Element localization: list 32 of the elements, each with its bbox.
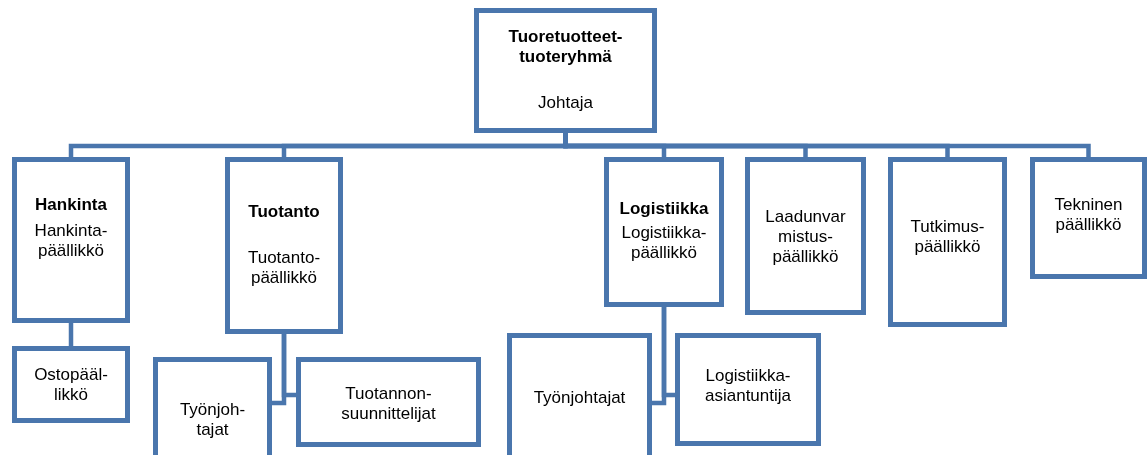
role-title: Tuotanto- päällikkö: [246, 248, 322, 288]
org-box: [153, 357, 272, 455]
unit-heading: Logistiikka: [619, 199, 709, 219]
role-title: Ostopääl- likkö: [33, 365, 109, 405]
role-title: Tekninen päällikkö: [1053, 195, 1124, 235]
org-box: [745, 157, 866, 315]
unit-heading: Tuoretuotteet- tuoteryhmä: [507, 27, 624, 67]
org-box: [675, 333, 821, 446]
org-box: [12, 157, 130, 323]
connector-line: [281, 334, 296, 398]
org-box: [604, 157, 724, 307]
unit-heading: Tuotanto: [248, 202, 320, 222]
role-title: Hankinta- päällikkö: [33, 221, 109, 261]
org-box: [225, 157, 343, 334]
role-title: Tutkimus- päällikkö: [909, 217, 986, 257]
role-title: Johtaja: [538, 93, 593, 113]
org-box: [888, 157, 1007, 327]
role-title: Laadunvar mistus- päällikkö: [764, 207, 847, 267]
role-title: Logistiikka- päällikkö: [620, 223, 708, 263]
role-title: Tuotannon- suunnittelijat: [340, 384, 437, 424]
role-title: Työnjohtajat: [533, 388, 626, 408]
role-title: Työnjoh- tajat: [178, 400, 247, 440]
connector-line: [68, 323, 74, 346]
org-box: [474, 8, 657, 133]
role-title: Logistiikka- asiantuntija: [704, 366, 792, 406]
org-box: [1030, 157, 1147, 279]
connector-line: [661, 307, 675, 398]
org-box: [12, 346, 130, 423]
org-box: [507, 333, 652, 455]
unit-heading: Hankinta: [35, 195, 107, 215]
org-box: [296, 357, 481, 447]
connector-line: [563, 133, 1091, 157]
